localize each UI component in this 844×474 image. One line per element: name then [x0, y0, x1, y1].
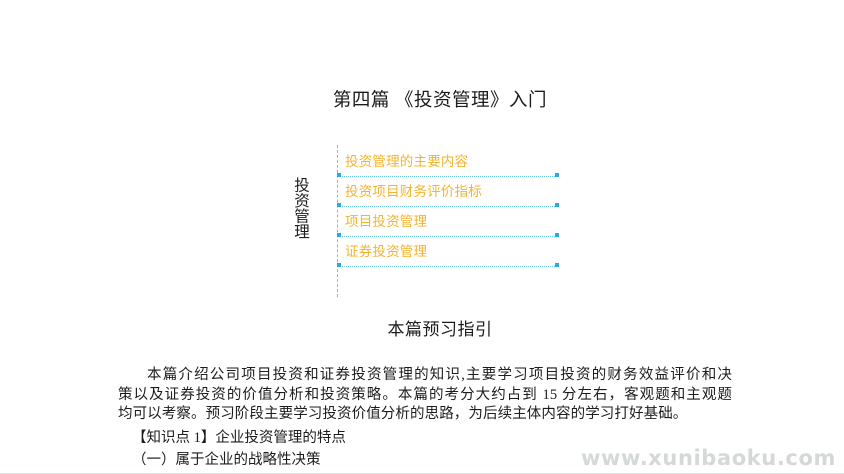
diagram-branch-label: 项目投资管理 [345, 214, 428, 230]
site-watermark: www.xunibaoku.com [581, 446, 836, 470]
page-title: 第四篇 《投资管理》入门 [332, 91, 548, 111]
diagram-branch-label: 投资项目财务评价指标 [345, 184, 482, 200]
body-paragraph-line: 均可以考察。预习阶段主要学习投资价值分析的思路，为后续主体内容的学习打好基础。 [118, 406, 688, 423]
diagram-branch-end-marker [555, 263, 559, 267]
body-paragraph-line: 策以及证券投资的价值分析和投资策略。本篇的考分大约占到 15 分左右，客观题和主… [118, 386, 732, 403]
diagram-branch-label: 证券投资管理 [345, 244, 428, 260]
body-paragraph-line: 本篇介绍公司项目投资和证券投资管理的知识,主要学习项目投资的财务效益评价和决 [147, 367, 732, 383]
diagram-spine-label: 投资管理 [292, 177, 309, 239]
diagram-vertical-connector [337, 145, 338, 297]
body-text-block: 本篇介绍公司项目投资和证券投资管理的知识,主要学习项目投资的财务效益评价和决 策… [118, 366, 732, 470]
diagram-branch: 证券投资管理 [337, 244, 559, 270]
diagram-branch-start-marker [337, 203, 341, 207]
diagram-branch-connector [339, 236, 557, 237]
diagram-branch: 投资管理的主要内容 [337, 154, 559, 180]
diagram-branch-connector [339, 266, 557, 267]
investment-management-diagram: 投资管理 投资管理的主要内容 投资项目财务评价指标 项目投资管理 [283, 140, 583, 302]
knowledge-point-heading: 【知识点 1】企业投资管理的特点 [132, 429, 346, 446]
sub-item-heading: （一）属于企业的战略性决策 [132, 451, 321, 468]
diagram-branch-start-marker [337, 233, 341, 237]
diagram-branch-end-marker [555, 203, 559, 207]
diagram-branch-list: 投资管理的主要内容 投资项目财务评价指标 项目投资管理 证券投资管理 [337, 140, 583, 302]
diagram-branch-start-marker [337, 263, 341, 267]
diagram-branch: 投资项目财务评价指标 [337, 184, 559, 210]
diagram-branch-end-marker [555, 233, 559, 237]
diagram-branch: 项目投资管理 [337, 214, 559, 240]
body-paragraph: 本篇介绍公司项目投资和证券投资管理的知识,主要学习项目投资的财务效益评价和决 策… [118, 366, 732, 425]
diagram-branch-label: 投资管理的主要内容 [345, 154, 469, 170]
diagram-branch-connector [339, 176, 557, 177]
diagram-branch-start-marker [337, 173, 341, 177]
diagram-branch-end-marker [555, 173, 559, 177]
diagram-branch-connector [339, 206, 557, 207]
section-heading: 本篇预习指引 [387, 320, 493, 339]
